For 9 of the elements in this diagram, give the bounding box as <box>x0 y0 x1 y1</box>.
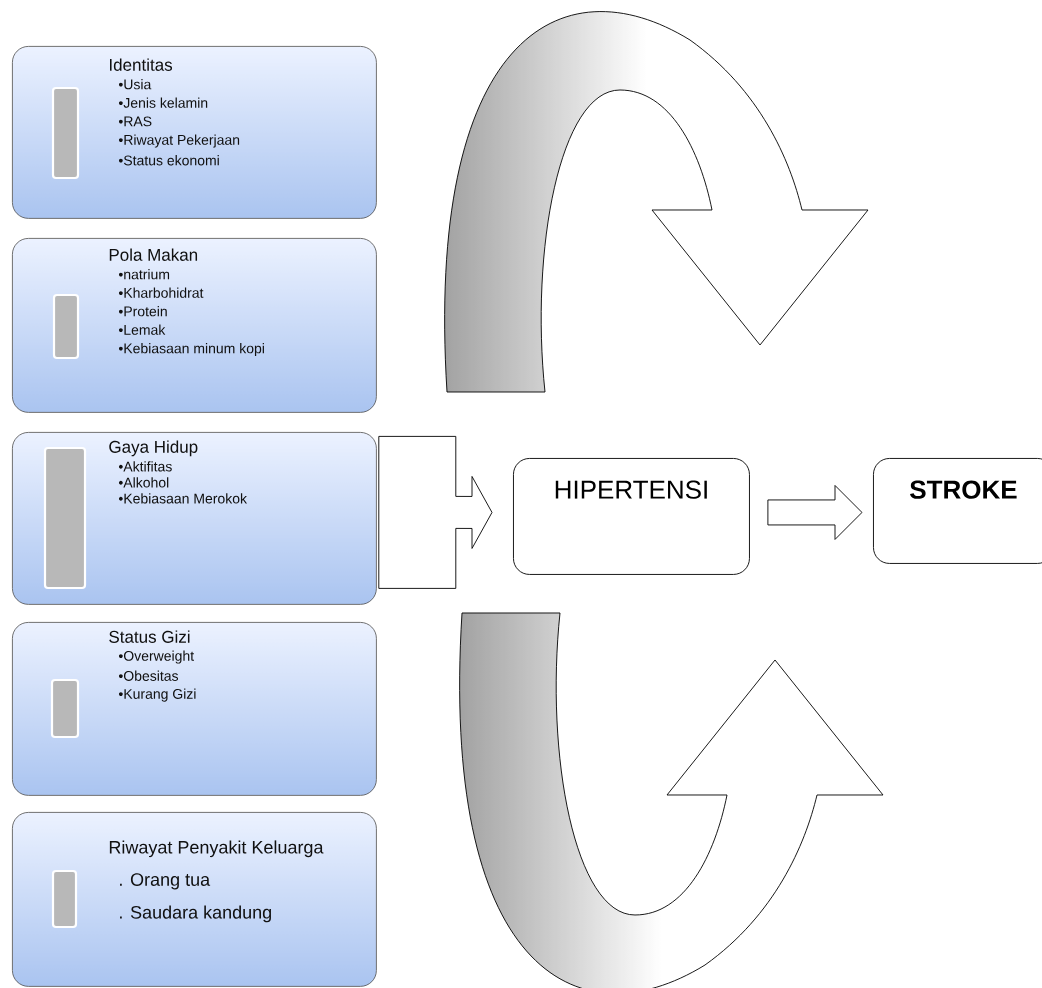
block-arrow <box>767 485 863 540</box>
factor-box: Status Gizi •Overweight •Obesitas •Kurang Gizi <box>12 622 377 796</box>
factor-box: Pola Makan •natrium •Kharbohidrat •Protein •Lemak •Kebiasaan minum kopi <box>12 238 377 413</box>
outcome-box: HIPERTENSI <box>513 458 750 575</box>
factor-box: Gaya Hidup •Aktifitas •Alkohol •Kebiasaan Merokok <box>12 432 377 605</box>
block-arrow <box>378 435 493 589</box>
outcome-box: STROKE <box>873 458 1042 564</box>
factor-box: Riwayat Penyakit Keluarga . Orang tua . Saudara kandung <box>12 812 377 987</box>
factor-box: Identitas •Usia •Jenis kelamin •RAS •Riwayat Pekerjaan •Status ekonomi <box>12 46 377 219</box>
